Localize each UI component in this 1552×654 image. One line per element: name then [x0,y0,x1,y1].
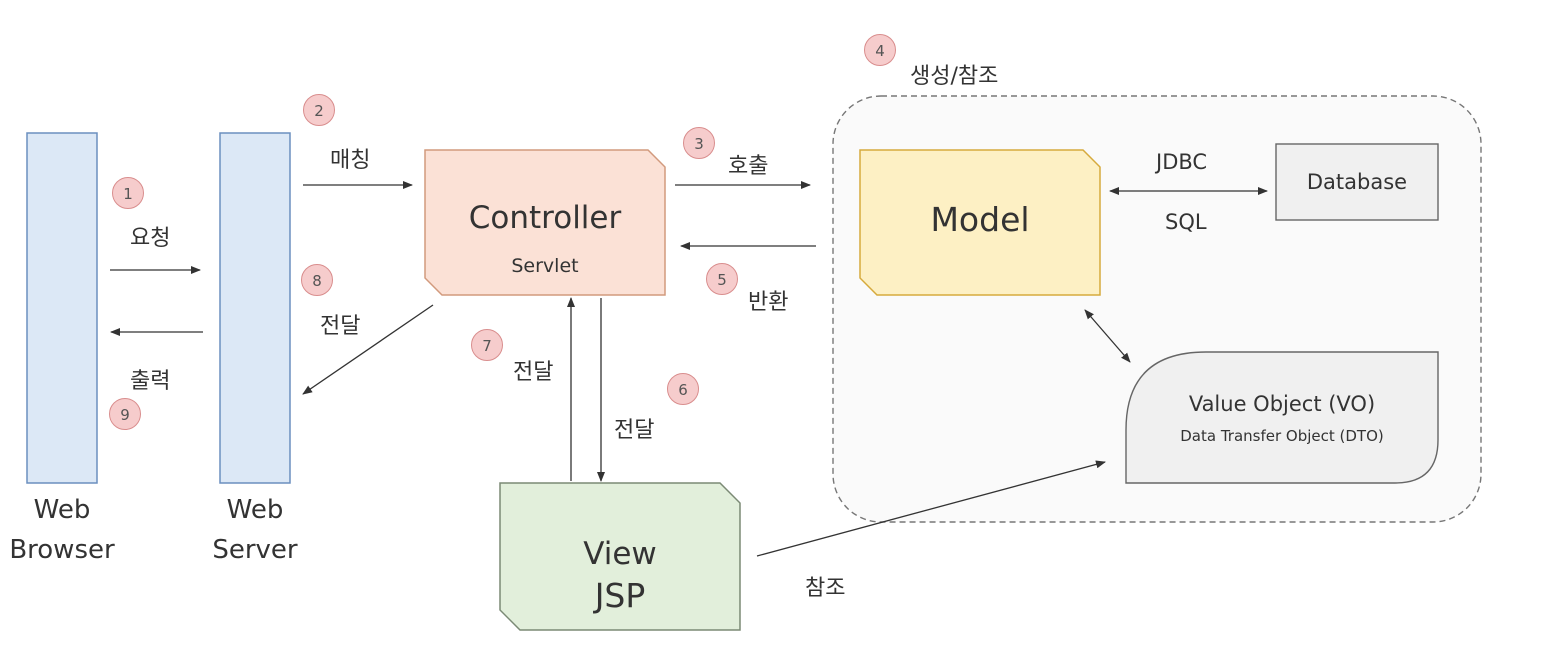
web-server-label-line2: Server [212,535,298,565]
step-badge-3: 3 [683,127,715,159]
step-label-output: 출력 [130,369,171,394]
web-browser-column [26,132,98,484]
web-browser-label: Web Browser [0,490,124,570]
step-badge-8: 8 [301,264,333,296]
web-server-label: Web Server [195,490,315,570]
step-badge-4: 4 [864,34,896,66]
arrow-model-vo [1084,309,1131,363]
database-box [1275,143,1439,221]
web-server-label-line1: Web [226,495,284,525]
database-title: Database [1306,170,1408,194]
step-label-deliver-to-controller: 전달 [513,360,554,385]
view-subtitle: JSP [594,576,646,615]
step-badge-6: 6 [667,373,699,405]
step-label-create-reference: 생성/참조 [910,64,999,89]
web-browser-label-line2: Browser [9,535,115,565]
step-label-call: 호출 [728,154,769,179]
controller-box [424,149,666,296]
model-title: Model [930,200,1030,239]
view-vo-reference-label: 참조 [805,576,846,601]
view-box [499,482,741,631]
jdbc-label: JDBC [1156,150,1208,174]
value-object-title: Value Object (VO) [1188,392,1376,416]
controller-subtitle: Servlet [511,255,579,277]
step-label-deliver-to-server: 전달 [320,314,361,339]
arrow-view-vo [756,460,1106,557]
model-box [859,149,1101,296]
web-server-column [219,132,291,484]
step-label-request: 요청 [130,226,171,251]
step-label-return: 반환 [748,290,789,315]
controller-title: Controller [468,200,622,236]
step-badge-1: 1 [112,177,144,209]
step-label-matching: 매칭 [330,148,371,173]
step-label-deliver-to-view: 전달 [614,418,655,443]
view-title: View [583,536,657,572]
step-badge-2: 2 [303,94,335,126]
sql-label: SQL [1165,210,1207,234]
arrow-controller-to-server [302,304,434,395]
step-badge-9: 9 [109,398,141,430]
value-object-box [1125,351,1439,484]
step-badge-7: 7 [471,329,503,361]
step-badge-5: 5 [706,263,738,295]
value-object-subtitle: Data Transfer Object (DTO) [1180,427,1384,445]
web-browser-label-line1: Web [33,495,91,525]
